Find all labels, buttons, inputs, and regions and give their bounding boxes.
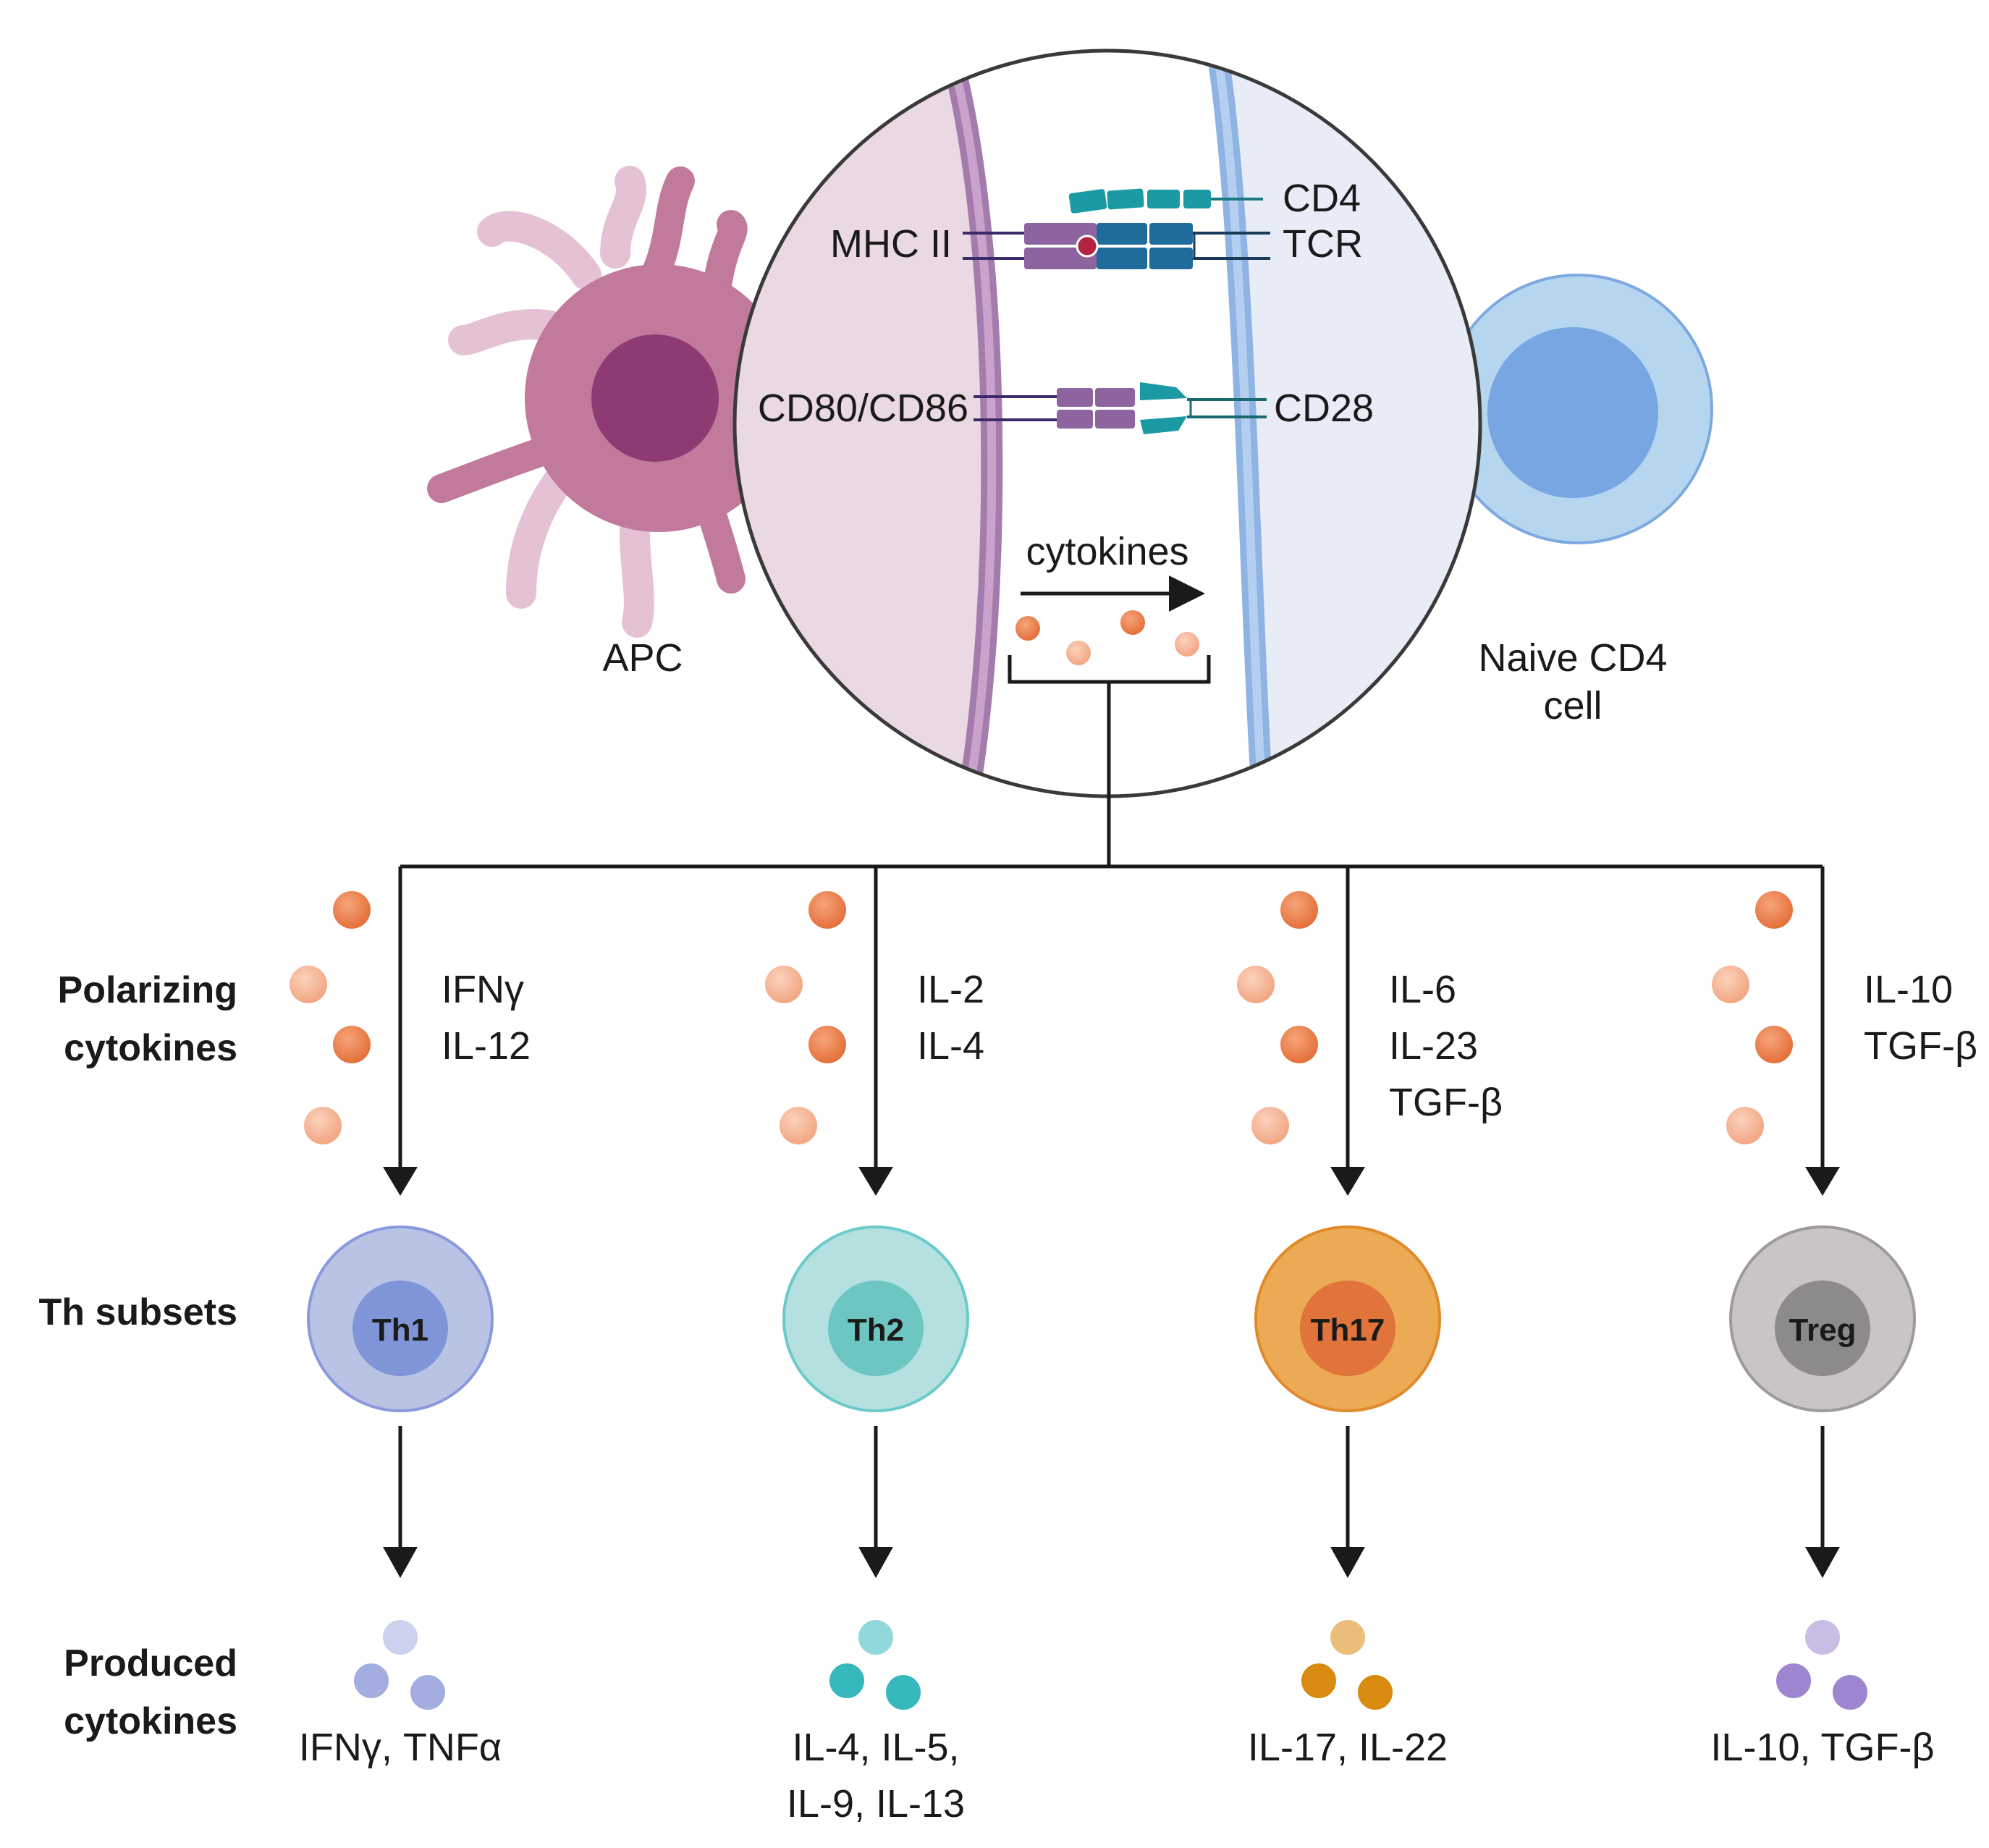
apc-nucleus bbox=[591, 334, 719, 462]
polarizing-cytokine-dot bbox=[290, 966, 327, 1003]
produced-cytokine-dot bbox=[1356, 1674, 1394, 1711]
cytokines-label: cytokines bbox=[1026, 530, 1188, 573]
th2-label: Th2 bbox=[848, 1312, 904, 1348]
arrowhead-th17-produced bbox=[1330, 1547, 1365, 1578]
branch-arrows bbox=[383, 866, 1840, 1578]
polarizing-cytokine-dot bbox=[1237, 966, 1275, 1003]
produced-cytokine-dot bbox=[1329, 1619, 1367, 1656]
produced-th2-1: IL-4, IL-5, bbox=[792, 1726, 959, 1769]
produced-th2-2: IL-9, IL-13 bbox=[787, 1782, 965, 1826]
arrowhead-th17 bbox=[1330, 1167, 1365, 1196]
polarizing-cytokine-dot bbox=[1280, 1026, 1318, 1063]
polarizing-cytokine-dot bbox=[1755, 891, 1793, 929]
row-label-produced-1: Produced bbox=[64, 1642, 237, 1684]
cd4-label: CD4 bbox=[1283, 177, 1361, 220]
polarizing-treg-2: TGF-β bbox=[1864, 1024, 1977, 1068]
apc-label: APC bbox=[602, 636, 683, 680]
peptide-icon bbox=[1076, 235, 1099, 258]
polarizing-th17-1: IL-6 bbox=[1389, 968, 1456, 1011]
th1-nucleus bbox=[352, 1280, 448, 1376]
cd4-receptor bbox=[1068, 188, 1263, 214]
treg-label: Treg bbox=[1789, 1312, 1857, 1348]
mhc-label: MHC II bbox=[830, 222, 952, 266]
produced-cytokine-dot bbox=[409, 1674, 447, 1711]
produced-cytokine-dot bbox=[828, 1662, 866, 1700]
produced-cytokine-dot bbox=[1831, 1674, 1869, 1711]
polarizing-cytokine-dot bbox=[1280, 891, 1318, 929]
cd80-cd28-complex bbox=[974, 382, 1267, 434]
polarizing-cytokine-dot bbox=[333, 1026, 371, 1063]
produced-treg-1: IL-10, TGF-β bbox=[1710, 1726, 1934, 1769]
naive-label-line2: cell bbox=[1543, 684, 1602, 727]
row-label-polarizing-1: Polarizing bbox=[58, 969, 237, 1011]
cd28-label: CD28 bbox=[1274, 387, 1374, 430]
naive-nucleus bbox=[1487, 327, 1658, 498]
arrowhead-th1 bbox=[383, 1167, 418, 1196]
produced-th17-1: IL-17, IL-22 bbox=[1248, 1726, 1448, 1769]
row-label-produced-2: cytokines bbox=[64, 1700, 237, 1742]
th17-label: Th17 bbox=[1311, 1312, 1385, 1348]
produced-cytokine-dot bbox=[1804, 1619, 1841, 1656]
arrowhead-treg-produced bbox=[1805, 1547, 1840, 1578]
arrowhead-th1-produced bbox=[383, 1547, 418, 1578]
th1-label: Th1 bbox=[372, 1312, 428, 1348]
arrowhead-th2-produced bbox=[858, 1547, 893, 1578]
row-label-subsets: Th subsets bbox=[39, 1291, 238, 1333]
naive-cd4-cell bbox=[1443, 274, 1713, 544]
synapse-cytokines bbox=[1015, 610, 1199, 665]
treg-nucleus bbox=[1775, 1280, 1870, 1376]
polarizing-cytokine-dot bbox=[333, 891, 371, 929]
polarizing-cytokine-dot bbox=[1726, 1107, 1764, 1144]
produced-cytokine-dot bbox=[1300, 1662, 1338, 1700]
polarizing-cytokine-dot bbox=[1712, 966, 1749, 1003]
polarizing-th1-1: IFNγ bbox=[442, 968, 524, 1011]
produced-cytokine-dot bbox=[352, 1662, 390, 1700]
polarizing-cytokine-dot bbox=[808, 891, 846, 929]
tcr-label: TCR bbox=[1283, 222, 1363, 266]
cd80-label: CD80/CD86 bbox=[758, 387, 968, 430]
th17-nucleus bbox=[1300, 1280, 1395, 1376]
polarizing-cytokine-dot bbox=[1251, 1107, 1289, 1144]
polarizing-cytokine-dot bbox=[765, 966, 803, 1003]
naive-label-line1: Naive CD4 bbox=[1478, 636, 1667, 680]
polarizing-th2-1: IL-2 bbox=[917, 968, 984, 1011]
produced-cytokine-dot bbox=[884, 1674, 922, 1711]
produced-cytokine-dot bbox=[381, 1619, 419, 1656]
polarizing-cytokine-dot bbox=[1755, 1026, 1793, 1063]
produced-th1-1: IFNγ, TNFα bbox=[299, 1726, 502, 1769]
branch-lines bbox=[400, 682, 1823, 869]
polarizing-cytokine-dot bbox=[304, 1107, 342, 1144]
polarizing-th17-2: IL-23 bbox=[1389, 1024, 1478, 1068]
polarizing-cytokine-dot bbox=[808, 1026, 846, 1063]
mhc-tcr-complex bbox=[963, 223, 1270, 269]
row-label-polarizing-2: cytokines bbox=[64, 1027, 237, 1069]
arrowhead-treg bbox=[1805, 1167, 1840, 1196]
produced-cytokine-dot bbox=[857, 1619, 895, 1656]
produced-cytokine-dot bbox=[1775, 1662, 1812, 1700]
th2-nucleus bbox=[828, 1280, 924, 1376]
polarizing-cytokine-dot bbox=[780, 1107, 817, 1144]
polarizing-th17-3: TGF-β bbox=[1389, 1081, 1503, 1124]
apc-cell bbox=[427, 166, 796, 638]
arrowhead-th2 bbox=[858, 1167, 893, 1196]
polarizing-th2-2: IL-4 bbox=[917, 1024, 984, 1068]
polarizing-th1-2: IL-12 bbox=[442, 1024, 531, 1068]
polarizing-treg-1: IL-10 bbox=[1864, 968, 1953, 1011]
